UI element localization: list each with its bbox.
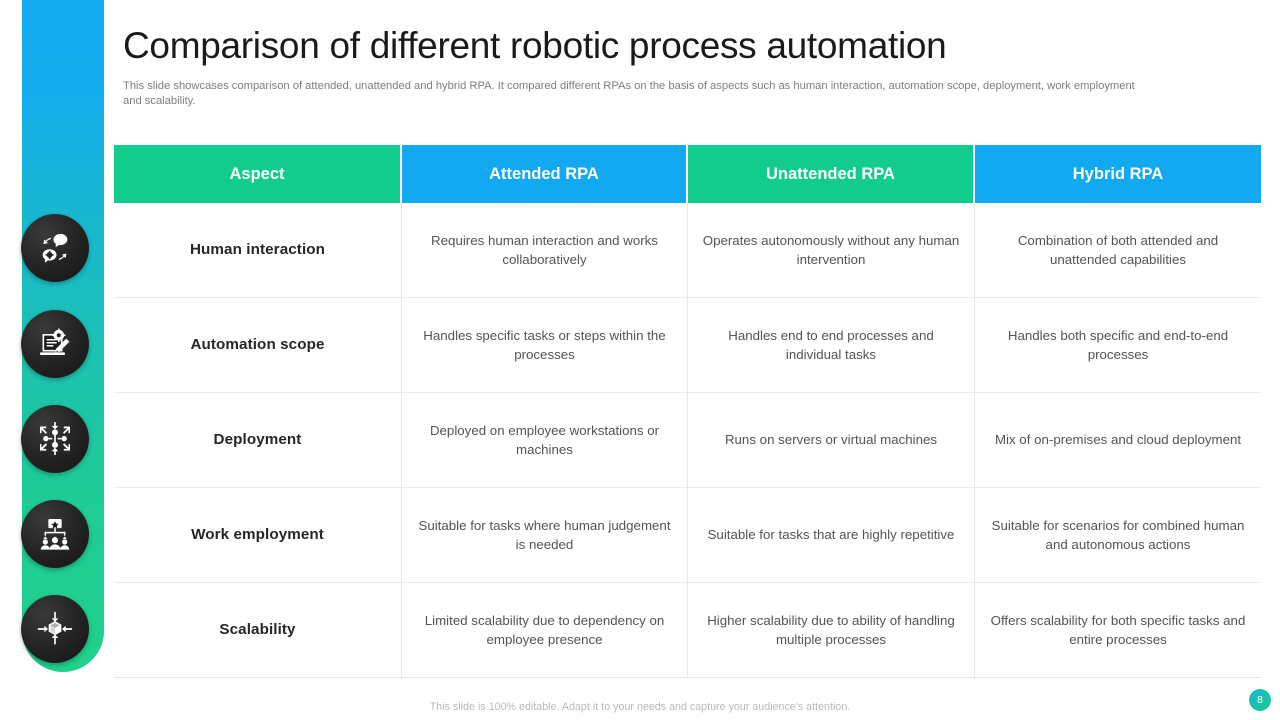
human-interaction-icon[interactable] <box>21 214 89 282</box>
column-header-attended-rpa[interactable]: Attended RPA <box>402 145 688 203</box>
cell-attended: Suitable for tasks where human judgement… <box>402 488 688 583</box>
cell-aspect: Work employment <box>114 488 402 583</box>
cell-attended: Limited scalability due to dependency on… <box>402 583 688 678</box>
cell-aspect: Scalability <box>114 583 402 678</box>
main-content: Comparison of different robotic process … <box>114 0 1261 720</box>
cell-attended: Deployed on employee workstations or mac… <box>402 393 688 488</box>
table-row: Human interaction Requires human interac… <box>114 203 1261 298</box>
work-employment-team-icon[interactable] <box>21 500 89 568</box>
cell-aspect: Deployment <box>114 393 402 488</box>
cell-unattended: Higher scalability due to ability of han… <box>688 583 975 678</box>
column-header-unattended-rpa[interactable]: Unattended RPA <box>688 145 975 203</box>
scalability-cube-icon[interactable] <box>21 595 89 663</box>
table-row: Work employment Suitable for tasks where… <box>114 488 1261 583</box>
table-row: Deployment Deployed on employee workstat… <box>114 393 1261 488</box>
deployment-network-icon[interactable] <box>21 405 89 473</box>
sidebar-icon-list <box>21 0 104 672</box>
cell-hybrid: Mix of on-premises and cloud deployment <box>975 393 1261 488</box>
cell-unattended: Handles end to end processes and individ… <box>688 298 975 393</box>
automation-scope-icon[interactable] <box>21 310 89 378</box>
table-body: Human interaction Requires human interac… <box>114 203 1261 678</box>
column-header-hybrid-rpa[interactable]: Hybrid RPA <box>975 145 1261 203</box>
table-row: Scalability Limited scalability due to d… <box>114 583 1261 678</box>
column-header-aspect[interactable]: Aspect <box>114 145 402 203</box>
footer-note: This slide is 100% editable. Adapt it to… <box>429 701 851 713</box>
cell-unattended: Operates autonomously without any human … <box>688 203 975 298</box>
cell-unattended: Runs on servers or virtual machines <box>688 393 975 488</box>
page-title: Comparison of different robotic process … <box>123 25 947 66</box>
cell-hybrid: Handles both specific and end-to-end pro… <box>975 298 1261 393</box>
page-subtitle: This slide showcases comparison of atten… <box>123 80 1135 107</box>
cell-aspect: Automation scope <box>114 298 402 393</box>
cell-hybrid: Suitable for scenarios for combined huma… <box>975 488 1261 583</box>
table-row: Automation scope Handles specific tasks … <box>114 298 1261 393</box>
cell-hybrid: Combination of both attended and unatten… <box>975 203 1261 298</box>
cell-hybrid: Offers scalability for both specific tas… <box>975 583 1261 678</box>
table-header: Aspect Attended RPA Unattended RPA Hybri… <box>114 145 1261 203</box>
page-number-badge: 8 <box>1249 689 1271 711</box>
cell-aspect: Human interaction <box>114 203 402 298</box>
table-header-row: Aspect Attended RPA Unattended RPA Hybri… <box>114 145 1261 203</box>
rpa-comparison-table: Aspect Attended RPA Unattended RPA Hybri… <box>114 145 1261 678</box>
cell-attended: Requires human interaction and works col… <box>402 203 688 298</box>
cell-attended: Handles specific tasks or steps within t… <box>402 298 688 393</box>
cell-unattended: Suitable for tasks that are highly repet… <box>688 488 975 583</box>
